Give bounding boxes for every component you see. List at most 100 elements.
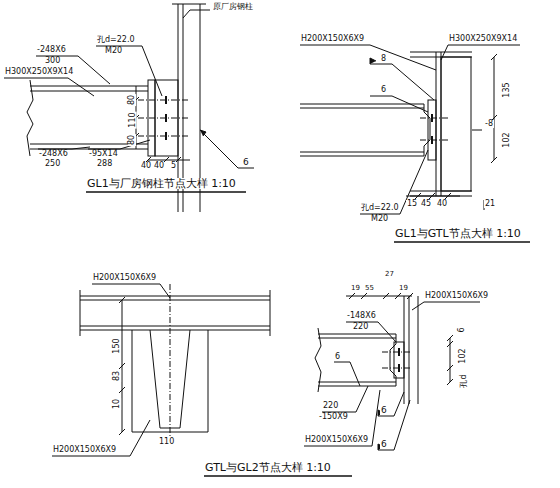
dimension-tick [429,193,435,199]
beam-end [80,290,81,336]
bolt-mark [431,136,433,144]
column-flange [208,330,209,432]
caption-underline [394,241,530,243]
drawing-label: 5 [170,162,177,170]
shear-plate [428,100,436,160]
leader-line [142,46,162,96]
leader-line [392,64,434,100]
beam-flange [300,152,424,153]
drawing-label: 102 [503,131,511,148]
bolt-mark [165,114,167,122]
leader-line [130,420,150,456]
drawing-label: 40 [140,162,152,170]
dimension-line [148,160,190,161]
dimension-line [346,296,412,297]
drawing-label: 8 [380,55,387,63]
beam-flange [318,386,396,387]
leader-line [334,362,350,363]
column-break [172,4,206,5]
drawing-label: 19 [350,285,361,292]
beam-flange [30,86,148,87]
drawing-label: 220 [352,323,369,331]
bolt-centerline [420,118,448,119]
beam-flange [80,296,270,297]
beam-flange [80,300,270,301]
drawing-label: 250 [44,160,61,168]
beam-flange [318,338,396,339]
leader-line [370,96,392,97]
bolt-mark [165,132,167,140]
dimension-line [494,57,495,160]
drawing-label: H200X150X6X9 [52,446,117,454]
dimension-tick [447,335,453,341]
leader-line [378,450,394,451]
dimension-tick [119,297,125,303]
dimension-tick [415,193,421,199]
bolt-centerline [138,118,190,119]
bolt-centerline [138,100,190,101]
girder-flange [410,52,472,53]
leader-line [160,284,170,298]
drawing-label: 300 [44,57,61,65]
drawing-label: -8 [484,120,494,128]
leader-line [183,10,190,18]
weld-flag [370,58,376,64]
leader-line [372,390,380,446]
drawing-label: H300X250X9X14 [448,35,518,43]
beam-flange [300,108,424,109]
drawing-label: -148X6 [346,312,377,320]
dimension-tick [395,293,401,299]
drawing-label: 6 [242,158,250,167]
drawing-label: 15 [406,200,418,208]
caption-underline [204,475,352,477]
beam-flange [318,382,396,383]
leader-line [448,45,520,46]
dimension-tick [445,193,451,199]
beam-flange [300,156,424,157]
leader-line [412,302,424,310]
detail-caption: GTL与GL2节点大样 1:10 [204,462,332,473]
leader-line [378,322,396,342]
drawing-label: 6 [458,326,466,333]
leader-line [92,284,160,285]
dimension-tick [447,379,453,385]
detail-caption: GL1与GTL节点大样 1:10 [394,228,522,239]
leader-line [300,45,370,46]
stiffener [441,57,471,191]
bolt-centerline [382,352,412,353]
drawing-label: M20 [370,215,389,223]
caption-underline [86,191,246,193]
drawing-label: 6 [380,406,388,415]
beam-flange [80,326,270,327]
drawing-label: 27 [384,271,395,278]
drawing-label: -248X6 [36,46,67,54]
leader-line [190,10,210,11]
leader-line [394,392,404,416]
shear-plate [394,342,404,378]
dimension-tick [407,293,413,299]
drawing-label: -248X6 [38,150,69,158]
dimension-tick [119,387,125,393]
dimension-tick [447,341,453,347]
drawing-label: 19 [398,285,409,292]
dimension-tick [491,157,497,163]
drawing-label: -95X14 [88,150,119,158]
bolt-mark [165,96,167,104]
drawing-label: 80 [128,134,136,146]
leader-line [394,400,410,450]
leader-line [4,78,68,79]
dimension-tick [349,293,355,299]
leader-line [441,45,448,60]
drawing-label: 135 [503,81,511,98]
bolt-mark [398,364,400,372]
drawing-label: H200X150X6X9 [300,35,365,43]
drawing-label: 55 [364,285,375,292]
drawing-label: 102 [459,347,467,364]
column-line [418,296,419,404]
bolt-centerline [138,136,190,137]
leader-line [378,416,394,417]
dimension-tick [361,293,367,299]
drawing-label: 150 [113,337,121,354]
beam-flange [30,91,148,92]
